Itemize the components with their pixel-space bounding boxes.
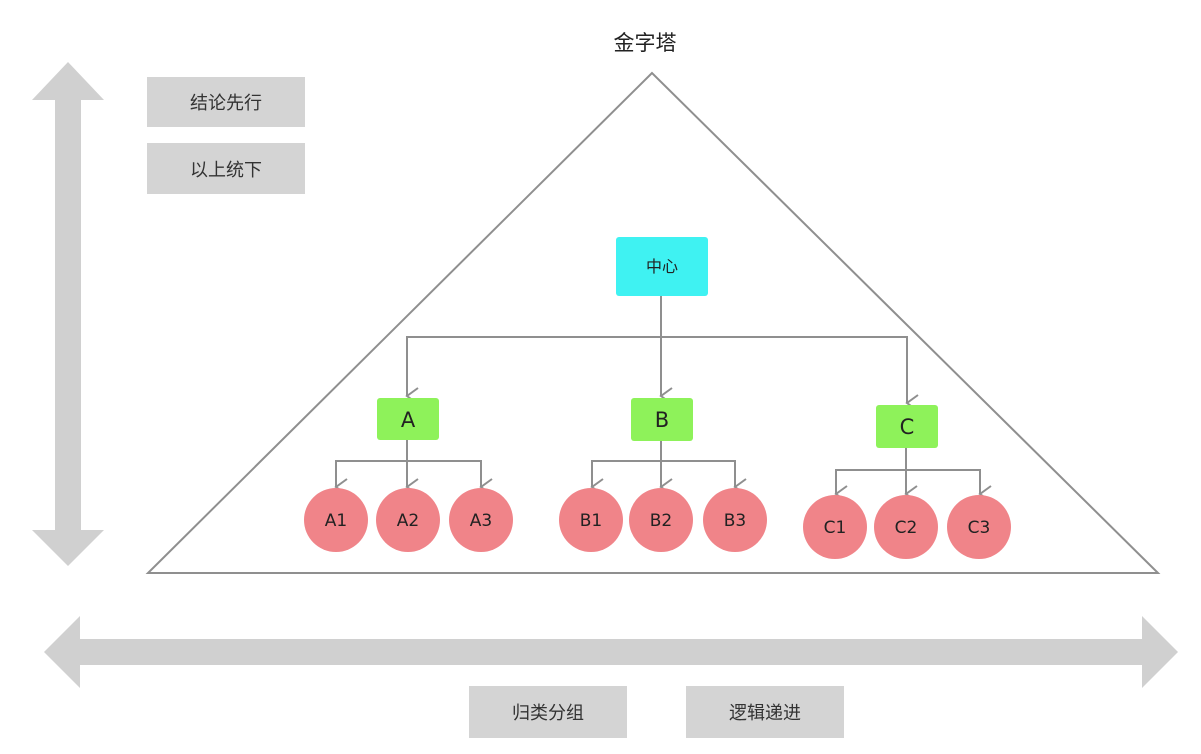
- leaf-label-a1: A1: [325, 511, 347, 531]
- leaf-node-c1: C1: [803, 495, 867, 559]
- group-a-connectors: [334, 438, 493, 496]
- center-label: 中心: [646, 257, 678, 276]
- group-node-b: B: [631, 398, 693, 441]
- leaf-label-b2: B2: [650, 511, 672, 531]
- group-label-a: A: [401, 408, 416, 432]
- group-label-b: B: [655, 408, 669, 432]
- label-top-down: 以上统下: [147, 143, 305, 194]
- pyramid-title: 金字塔: [614, 31, 677, 55]
- group-c-connectors: [834, 447, 992, 503]
- label-conclusion-first: 结论先行: [147, 77, 305, 127]
- pyramid-triangle: [145, 71, 1161, 574]
- leaf-label-b1: B1: [580, 511, 602, 531]
- leaf-node-b2: B2: [629, 488, 693, 552]
- leaf-label-b3: B3: [724, 511, 746, 531]
- leaf-node-a3: A3: [449, 488, 513, 552]
- label-logical-progression: 逻辑递进: [686, 686, 844, 738]
- leaf-node-b1: B1: [559, 488, 623, 552]
- horizontal-double-arrow: [44, 616, 1178, 688]
- leaf-label-c3: C3: [968, 518, 991, 538]
- leaf-label-c2: C2: [895, 518, 918, 538]
- leaf-label-a3: A3: [470, 511, 492, 531]
- vertical-double-arrow: [32, 62, 104, 566]
- leaf-label-c1: C1: [824, 518, 847, 538]
- group-b-connectors: [590, 440, 747, 496]
- group-node-c: C: [876, 405, 938, 448]
- leaf-node-b3: B3: [703, 488, 767, 552]
- leaf-node-c2: C2: [874, 495, 938, 559]
- leaf-node-c3: C3: [947, 495, 1011, 559]
- center-node: 中心: [616, 237, 708, 296]
- label-grouping: 归类分组: [469, 686, 627, 738]
- center-connectors: [405, 296, 919, 412]
- leaf-node-a1: A1: [304, 488, 368, 552]
- leaf-node-a2: A2: [376, 488, 440, 552]
- group-node-a: A: [377, 398, 439, 440]
- group-label-c: C: [900, 415, 915, 439]
- leaf-label-a2: A2: [397, 511, 419, 531]
